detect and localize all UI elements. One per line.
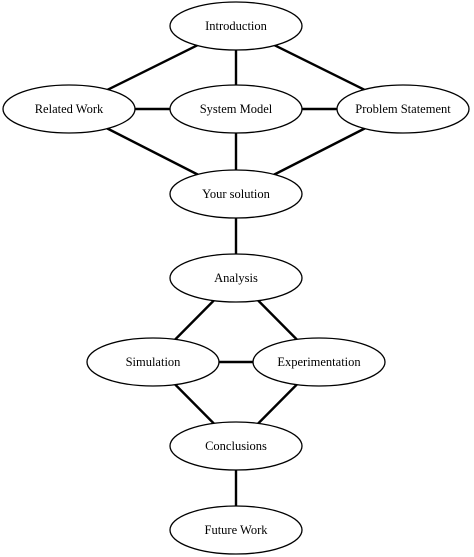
node-label-analysis: Analysis <box>214 271 258 285</box>
node-shape-your-solution <box>169 169 303 219</box>
diagram-edges <box>106 44 366 508</box>
node-shape-future-work <box>169 505 303 555</box>
node-conclusions: Conclusions <box>169 421 303 471</box>
node-label-simulation: Simulation <box>126 355 182 369</box>
node-label-problem-statement: Problem Statement <box>355 102 451 116</box>
node-label-introduction: Introduction <box>205 19 268 33</box>
node-problem-statement: Problem Statement <box>336 84 470 134</box>
node-shape-problem-statement <box>336 84 470 134</box>
node-your-solution: Your solution <box>169 169 303 219</box>
node-introduction: Introduction <box>169 1 303 51</box>
node-shape-related-work <box>2 84 136 134</box>
node-shape-analysis <box>169 253 303 303</box>
node-label-future-work: Future Work <box>205 523 269 537</box>
node-shape-conclusions <box>169 421 303 471</box>
node-shape-experimentation <box>252 337 386 387</box>
node-simulation: Simulation <box>86 337 220 387</box>
node-label-conclusions: Conclusions <box>205 439 267 453</box>
node-label-related-work: Related Work <box>35 102 104 116</box>
edge-introduction-to-related-work <box>106 44 199 91</box>
node-label-experimentation: Experimentation <box>277 355 361 369</box>
node-shape-introduction <box>169 1 303 51</box>
node-experimentation: Experimentation <box>252 337 386 387</box>
edge-experimentation-to-conclusions <box>257 383 298 425</box>
node-related-work: Related Work <box>2 84 136 134</box>
node-shape-simulation <box>86 337 220 387</box>
node-analysis: Analysis <box>169 253 303 303</box>
node-label-system-model: System Model <box>200 102 273 116</box>
edge-simulation-to-conclusions <box>174 383 215 425</box>
edge-introduction-to-problem-statement <box>273 44 366 91</box>
edge-problem-statement-to-your-solution <box>273 127 366 176</box>
node-system-model: System Model <box>169 84 303 134</box>
node-future-work: Future Work <box>169 505 303 555</box>
edge-analysis-to-simulation <box>174 299 215 341</box>
node-label-your-solution: Your solution <box>202 187 271 201</box>
edge-related-work-to-your-solution <box>106 127 199 176</box>
edge-analysis-to-experimentation <box>257 299 298 341</box>
node-shape-system-model <box>169 84 303 134</box>
